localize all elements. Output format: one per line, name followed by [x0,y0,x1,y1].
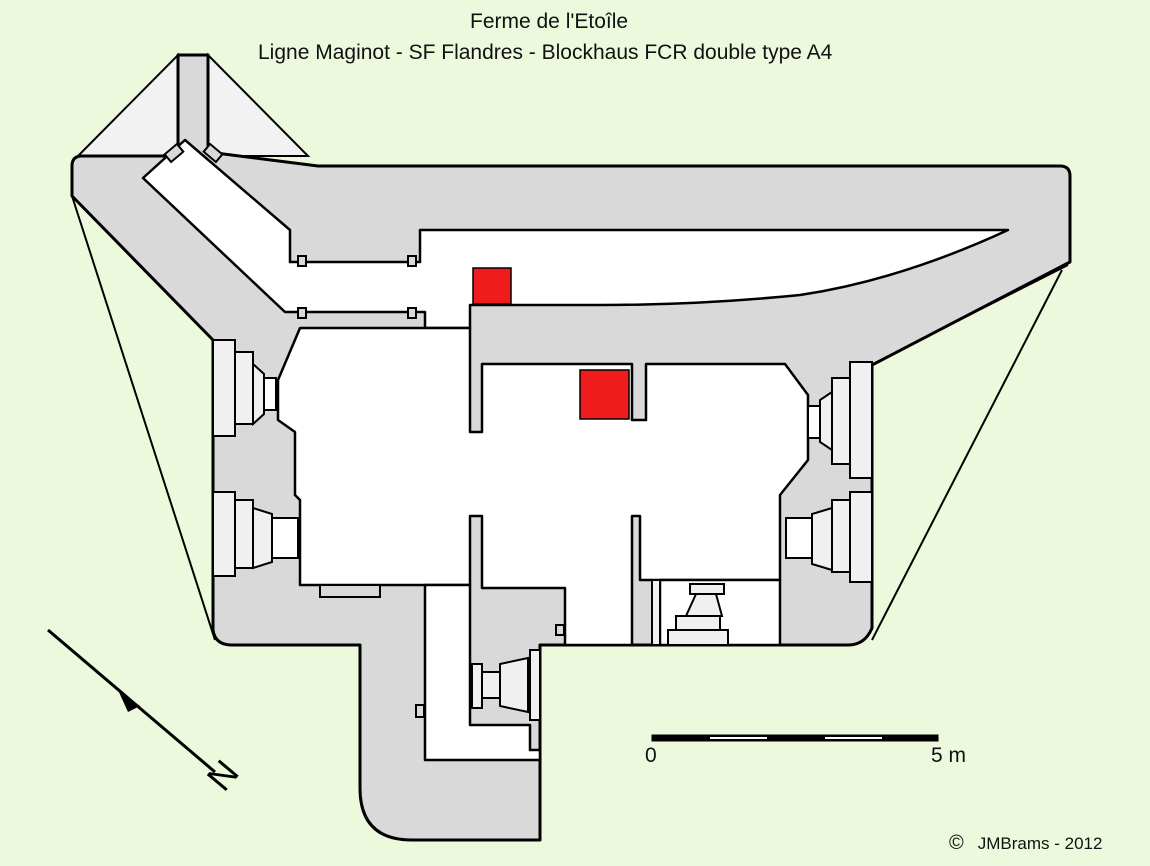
niche [407,255,417,267]
main-hall [276,326,810,647]
red-marker-1 [472,267,512,305]
entrance-door-left [163,142,185,164]
title-line-1: Ferme de l'Etoîle [470,10,629,33]
embrasure-left-upper [212,339,277,437]
niche [297,255,307,267]
credit-text: JMBrams - 2012 [977,834,1103,853]
scale-bar [651,734,939,742]
title-line-2: Ligne Maginot - SF Flandres - Blockhaus … [258,41,833,64]
niche [297,307,307,319]
niche [555,624,565,636]
slope-top-left [75,52,179,157]
scale-start-label: 0 [645,744,657,767]
embrasures [212,339,873,721]
credit: © JMBrams - 2012 [949,832,1102,855]
embrasure-left-lower [212,491,299,577]
embrasure-south [471,649,541,721]
slope-left [71,195,216,641]
interior-rooms [141,138,1010,762]
niche [415,704,425,718]
embrasure-right-upper [807,361,873,479]
niche [319,584,381,598]
embrasure-right-lower [785,491,873,583]
north-arrow-letter: N [199,752,247,798]
slope-top-right [207,52,311,157]
north-arrow: N [47,628,247,798]
scale-end-label: 5 m [931,744,967,767]
entrance-door-right [202,142,224,164]
earth-slopes [71,52,1069,641]
north-arrow-head [118,690,140,712]
slope-right [871,269,1063,641]
red-marker-2 [579,369,630,420]
wall-details [163,142,565,718]
embrasure-bottom-right [651,579,729,646]
copyright-symbol: © [949,832,964,854]
entrance-corridor [141,138,1010,330]
niche [407,307,417,319]
south-corridor [423,583,542,762]
